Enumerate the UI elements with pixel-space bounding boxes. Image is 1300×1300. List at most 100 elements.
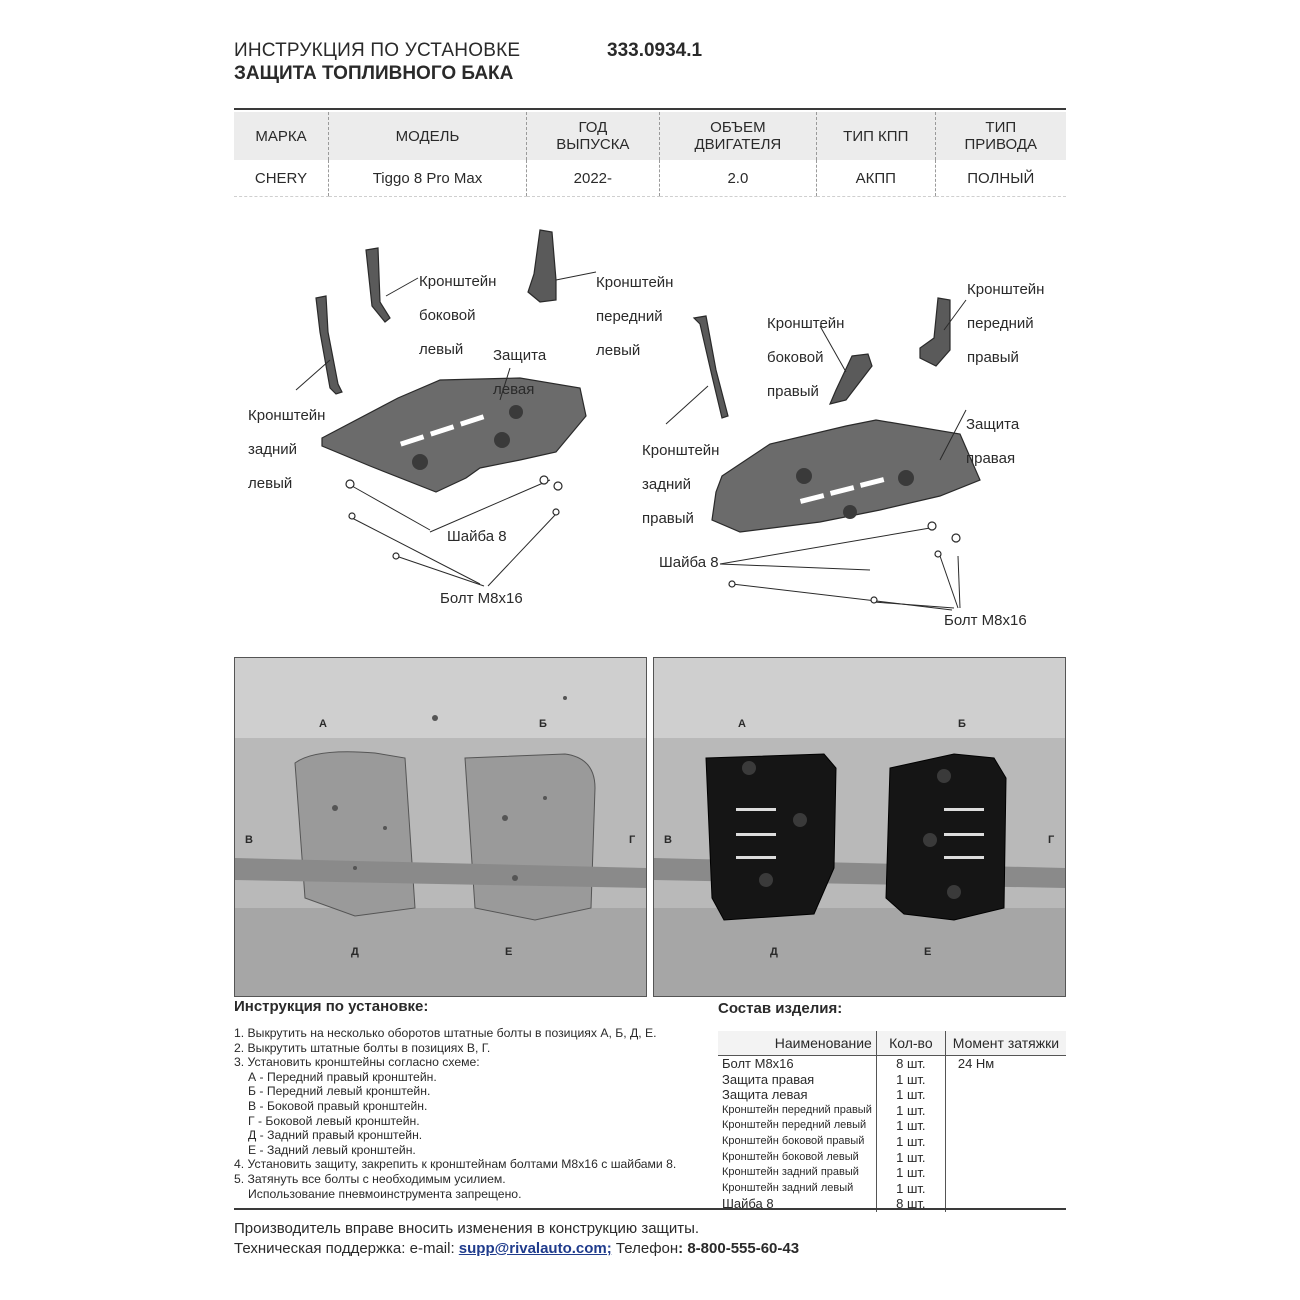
doc-title: ИНСТРУКЦИЯ ПО УСТАНОВКЕ <box>234 40 521 61</box>
spec-cell-engine: 2.0 <box>658 160 817 197</box>
article-code: 333.0934.1 <box>607 40 703 61</box>
label-line: Кронштейн <box>642 442 720 459</box>
instruction-step: Е - Задний левый кронштейн. <box>248 1142 416 1157</box>
instruction-step: Д - Задний правый кронштейн. <box>248 1128 423 1143</box>
component-name: Кронштейн передний левый <box>718 1118 877 1134</box>
component-qty: 8 шт. <box>876 1055 946 1072</box>
label-line: передний <box>967 315 1034 332</box>
label-washer-left: Шайба 8 <box>447 528 507 545</box>
instruction-step: Г - Боковой левый кронштейн. <box>248 1113 420 1128</box>
component-qty: 1 шт. <box>876 1118 946 1134</box>
spec-header-text: ТИП <box>985 119 1017 136</box>
support-phone: : 8-800-555-60-43 <box>678 1240 800 1257</box>
instruction-step: 4. Установить защиту, закрепить к кроншт… <box>234 1157 677 1172</box>
spec-cell-brand: CHERY <box>234 160 329 197</box>
spec-header-text: МАРКА <box>255 127 307 145</box>
table-row: Защита правая 1 шт. <box>718 1071 1066 1088</box>
marker-g: Г <box>1048 834 1055 846</box>
component-qty: 1 шт. <box>876 1165 946 1181</box>
components-header-row: Наименование Кол-во Момент затяжки <box>718 1031 1066 1056</box>
spec-header-model: МОДЕЛЬ <box>327 112 527 160</box>
label-bolt-left: Болт М8х16 <box>440 590 523 607</box>
spec-header-brand: МАРКА <box>234 112 329 160</box>
label-line: левый <box>248 475 293 492</box>
marker-v: В <box>664 834 672 846</box>
marker-d: Д <box>770 946 778 958</box>
label-line: правый <box>642 510 694 527</box>
label-line: Кронштейн <box>419 273 497 290</box>
spec-header-text: ГОД <box>578 119 608 136</box>
marker-v: В <box>245 834 253 846</box>
table-row: Защита левая 1 шт. <box>718 1087 1066 1103</box>
spec-cell-gearbox: АКПП <box>815 160 936 197</box>
component-qty: 1 шт. <box>876 1180 946 1197</box>
underbody-photo-after: А Б В Г Д Е <box>653 657 1066 997</box>
marker-e: Е <box>505 946 513 958</box>
exploded-assembly-diagram <box>295 229 981 611</box>
guard-left-drawing <box>321 377 587 493</box>
spec-header-text: ОБЪЕМ <box>710 119 766 136</box>
component-qty: 1 шт. <box>876 1071 946 1088</box>
label-line: Кронштейн <box>967 281 1045 298</box>
underbody-photo-before: А Б В Г Д Е <box>234 657 647 997</box>
component-name: Кронштейн задний правый <box>718 1165 877 1181</box>
label-line: левый <box>596 342 641 359</box>
table-row: Кронштейн боковой правый 1 шт. <box>718 1133 1066 1150</box>
support-prefix: Техническая поддержка: e-mail: <box>234 1240 459 1257</box>
component-qty: 1 шт. <box>876 1087 946 1103</box>
doc-subtitle: ЗАЩИТА ТОПЛИВНОГО БАКА <box>234 63 514 84</box>
instruction-step: 1. Выкрутить на несколько оборотов штатн… <box>234 1026 657 1040</box>
spec-header-text: ВЫПУСКА <box>556 136 630 153</box>
label-line: Кронштейн <box>767 315 845 332</box>
label-line: передний <box>596 308 663 325</box>
bracket-side-left-drawing <box>365 247 391 323</box>
instruction-step: В - Боковой правый кронштейн. <box>248 1098 428 1113</box>
spec-cell-drive: ПОЛНЫЙ <box>934 160 1066 197</box>
table-row: Кронштейн задний правый 1 шт. <box>718 1165 1066 1181</box>
label-washer-right: Шайба 8 <box>659 554 719 571</box>
col-qty-header: Кол-во <box>876 1031 946 1056</box>
spec-header-text: МОДЕЛЬ <box>395 127 460 145</box>
component-qty: 1 шт. <box>876 1149 946 1166</box>
label-guard-right: Защита правая <box>966 399 1019 484</box>
component-name: Кронштейн задний левый <box>718 1180 877 1197</box>
support-email-link[interactable]: supp@rivalauto.com; <box>458 1240 612 1257</box>
instruction-step: 5. Затянуть все болты с необходимым усил… <box>234 1171 506 1186</box>
table-row: Болт М8х16 8 шт. 24 Нм <box>718 1055 1066 1072</box>
label-bolt-right: Болт М8х16 <box>944 612 1027 629</box>
spec-header-gearbox: ТИП КПП <box>815 112 936 160</box>
marker-e: Е <box>924 946 932 958</box>
col-torque-header: Момент затяжки <box>945 1031 1066 1056</box>
marker-a: А <box>738 718 746 730</box>
component-name: Защита левая <box>718 1087 877 1103</box>
bracket-rear-left-drawing <box>315 295 343 395</box>
bracket-side-right-drawing <box>828 353 873 405</box>
label-bracket-rear-left: Кронштейн задний левый <box>248 390 325 509</box>
footer-divider <box>234 1208 1066 1210</box>
component-qty: 1 шт. <box>876 1102 946 1119</box>
label-line: задний <box>642 476 692 493</box>
label-line: Защита <box>966 416 1020 433</box>
table-row: Кронштейн задний левый 1 шт. <box>718 1180 1066 1197</box>
label-bracket-side-right: Кронштейн боковой правый <box>767 298 844 417</box>
instructions-list: 1. Выкрутить на несколько оборотов штатн… <box>234 1026 676 1201</box>
component-name: Кронштейн боковой левый <box>718 1149 877 1166</box>
components-title: Состав изделия: <box>718 1000 843 1017</box>
spec-header-text: ДВИГАТЕЛЯ <box>694 136 782 153</box>
bracket-front-right-drawing <box>919 297 951 367</box>
component-name: Кронштейн передний правый <box>718 1102 877 1119</box>
label-line: боковой <box>419 307 476 324</box>
label-line: задний <box>248 441 298 458</box>
label-line: правый <box>767 383 819 400</box>
label-line: левый <box>419 341 464 358</box>
component-name: Кронштейн боковой правый <box>718 1133 877 1150</box>
bracket-front-left-drawing <box>527 229 557 303</box>
instruction-step: А - Передний правый кронштейн. <box>248 1069 437 1084</box>
spec-header-text: ТИП КПП <box>843 127 909 145</box>
label-bracket-rear-right: Кронштейн задний правый <box>642 425 719 544</box>
marker-a: А <box>319 718 327 730</box>
marker-b: Б <box>958 718 966 730</box>
label-line: Защита <box>493 347 547 364</box>
